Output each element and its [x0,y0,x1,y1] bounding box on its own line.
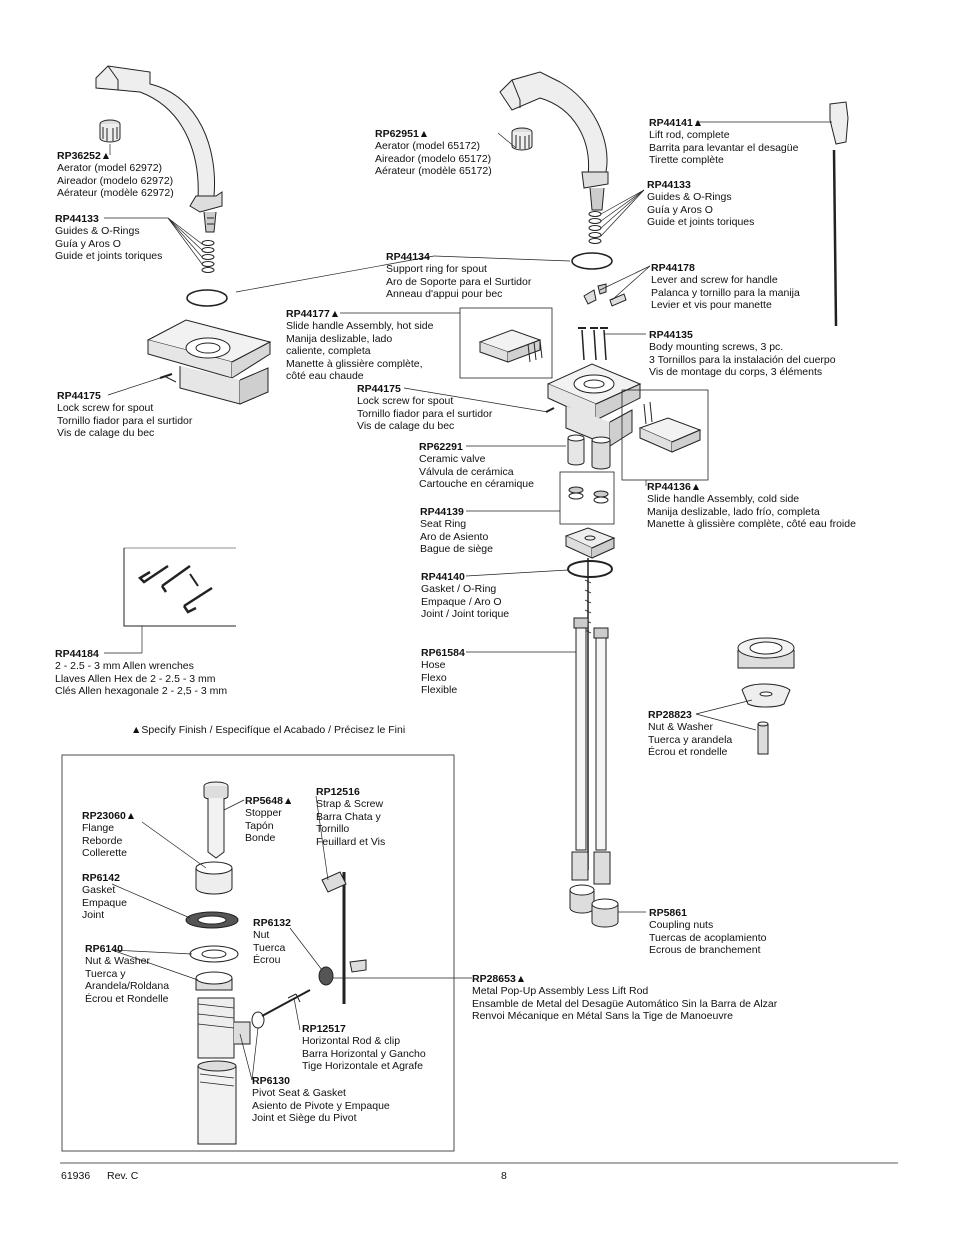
label-rp44133-right: RP44133 Guides & O-Rings Guía y Aros O G… [647,179,755,229]
allen-wrench-box [123,547,236,627]
slide-handle-hot-box [459,307,553,379]
left-support-ring [186,289,228,307]
label-rp44178: RP44178 Lever and screw for handle Palan… [651,262,800,312]
left-o-rings [201,240,215,273]
label-rp23060: RP23060▲ Flange Reborde Collerette [82,810,137,860]
page-number: 8 [501,1170,507,1182]
doc-number: 61936 [61,1170,91,1182]
label-rp12516: RP12516 Strap & Screw Barra Chata y Torn… [316,786,386,848]
label-rp44139: RP44139 Seat Ring Aro de Asiento Bague d… [420,506,493,556]
coupling-nuts-part [569,884,619,928]
leader-lines [104,121,832,979]
label-rp44177: RP44177▲ Slide handle Assembly, hot side… [286,308,434,383]
body-mounting-screws [578,327,608,361]
seat-ring-part [559,471,615,525]
label-rp44133-left: RP44133 Guides & O-Rings Guía y Aros O G… [55,213,163,263]
label-rp44141: RP44141▲ Lift rod, complete Barrita para… [649,117,799,167]
threaded-rod [584,558,592,870]
finish-note: ▲Specify Finish / Especifíque el Acabado… [131,724,406,736]
mounting-plate [564,527,616,559]
label-rp6142: RP6142 Gasket Empaque Joint [82,872,127,922]
label-rp6140: RP6140 Nut & Washer Tuerca y Arandela/Ro… [85,943,170,1005]
pop-up-leader-lines [111,795,329,1081]
label-rp44175-right: RP44175 Lock screw for spout Tornillo fi… [357,383,493,433]
left-spout [95,65,223,233]
right-valve-body [545,363,642,447]
right-aerator-part [511,127,533,151]
slide-handle-cold-box [621,389,709,481]
label-rp5648: RP5648▲ Stopper Tapón Bonde [245,795,294,845]
label-rp44140: RP44140 Gasket / O-Ring Empaque / Aro O … [421,571,510,621]
supply-hoses [571,617,611,885]
label-rp62291: RP62291 Ceramic valve Válvula de cerámic… [419,441,534,491]
label-rp44136: RP44136▲ Slide handle Assembly, cold sid… [647,481,856,531]
label-rp6130: RP6130 Pivot Seat & Gasket Asiento de Pi… [252,1075,390,1125]
label-rp28653: RP28653▲ Metal Pop-Up Assembly Less Lift… [472,973,778,1023]
ceramic-valve-part [567,434,611,470]
label-rp62951: RP62951▲ Aerator (model 65172) Aireador … [375,128,492,178]
label-rp6132: RP6132 Nut Tuerca Écrou [253,917,291,967]
label-rp44135: RP44135 Body mounting screws, 3 pc. 3 To… [649,329,836,379]
right-spout [499,71,609,211]
left-aerator-part [99,119,121,143]
label-rp44134: RP44134 Support ring for spout Aro de So… [386,251,532,301]
lift-rod-part [829,101,849,327]
revision: Rev. C [107,1170,139,1182]
label-rp44184: RP44184 2 - 2.5 - 3 mm Allen wrenches Ll… [55,648,228,698]
label-rp5861: RP5861 Coupling nuts Tuercas de acoplami… [649,907,767,957]
label-rp61584: RP61584 Hose Flexo Flexible [421,647,465,697]
nut-and-washer-part [737,637,795,755]
gasket-o-ring-part [567,560,613,578]
right-support-ring [571,252,613,270]
label-rp36252: RP36252▲ Aerator (model 62972) Aireador … [57,150,174,200]
left-valve-body [146,319,272,405]
pop-up-drain-parts [185,781,367,1145]
label-rp44175-left: RP44175 Lock screw for spout Tornillo fi… [57,390,193,440]
pop-up-assembly-box [61,754,455,1152]
label-rp28823: RP28823 Nut & Washer Tuerca y arandela É… [648,709,733,759]
right-o-rings [588,211,602,244]
label-rp12517: RP12517 Horizontal Rod & clip Barra Hori… [302,1023,426,1073]
